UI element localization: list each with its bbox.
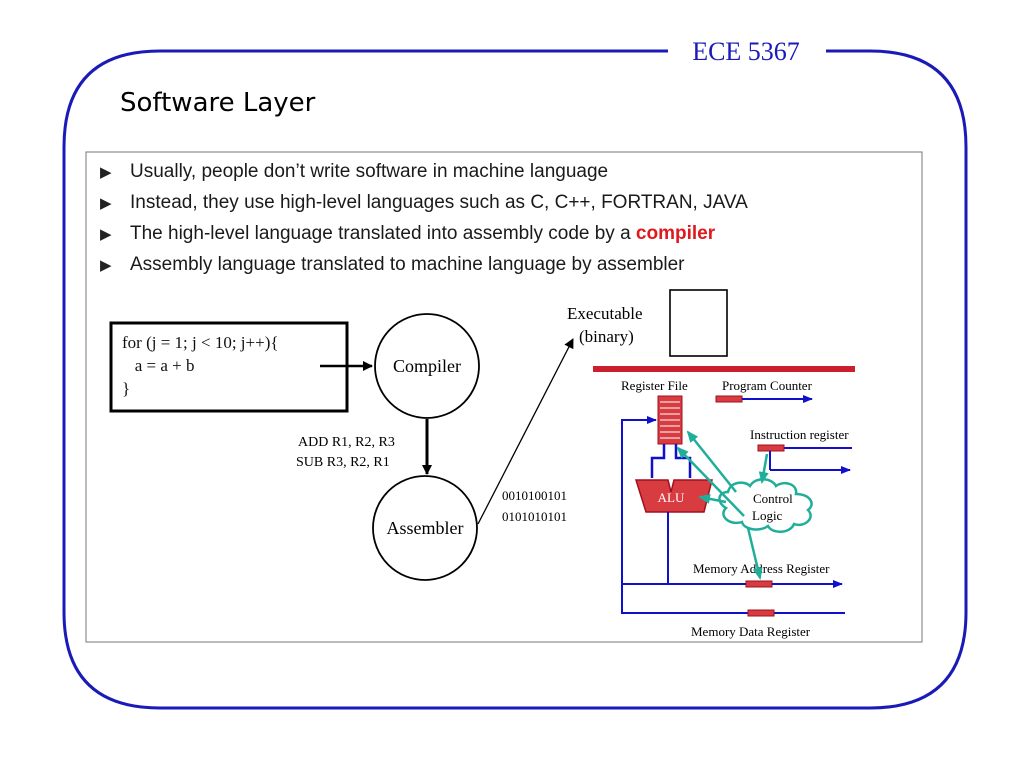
code-line-2: a = a + b — [122, 356, 195, 375]
assembly-line-1: ADD R1, R2, R3 — [298, 435, 395, 450]
instruction-register-label: Instruction register — [750, 427, 849, 442]
slide-frame — [62, 49, 968, 710]
assembly-line-2: SUB R3, R2, R1 — [296, 455, 390, 470]
course-label: ECE 5367 — [668, 34, 824, 70]
control-to-mar-arrow — [746, 527, 763, 580]
bullet-item: ▶ The high-level language translated into… — [100, 218, 900, 249]
memory-bus-bar — [593, 366, 855, 372]
bullet-text: Usually, people don’t write software in … — [130, 161, 609, 182]
memory-address-register — [745, 580, 773, 588]
control-label: Control — [753, 491, 793, 506]
register-writeback-loop — [621, 416, 746, 585]
compiler-label: Compiler — [393, 356, 461, 376]
bullet-text: The high-level language translated into … — [130, 223, 636, 244]
binary-line-1: 0010100101 — [502, 488, 567, 503]
right-triangle-icon: ▶ — [100, 164, 112, 181]
assembler-label: Assembler — [387, 518, 464, 538]
assembler-node — [372, 475, 478, 581]
right-triangle-icon: ▶ — [100, 195, 112, 212]
bullet-item: ▶ Instead, they use high-level languages … — [100, 187, 900, 218]
content-box — [85, 151, 923, 643]
regfile-to-alu-wires — [650, 444, 692, 478]
bullet-text: Instead, they use high-level languages s… — [130, 192, 748, 213]
control-to-alu-arrow — [698, 493, 727, 504]
page-title: Software Layer — [120, 88, 316, 118]
alu-icon — [634, 479, 713, 513]
bullet-list: ▶ Usually, people don’t write software in… — [100, 156, 900, 280]
register-file-label: Register File — [621, 378, 688, 393]
mdr-label: Memory Data Register — [691, 624, 811, 639]
memory-data-register — [747, 609, 775, 617]
bullet-text: Assembly language translated to machine … — [130, 254, 685, 275]
compiler-node — [374, 313, 480, 419]
control-to-regfile-arrow-2 — [676, 446, 745, 517]
logic-label: Logic — [752, 508, 783, 523]
compiler-keyword: compiler — [635, 223, 716, 244]
binary-label: (binary) — [579, 327, 634, 346]
code-box — [109, 321, 349, 413]
bullet-item: ▶ Usually, people don’t write software in… — [100, 156, 900, 187]
binary-line-2: 0101010101 — [502, 509, 567, 524]
executable-file-icon — [669, 289, 728, 357]
control-to-regfile-arrow — [686, 430, 737, 493]
program-counter-label: Program Counter — [722, 378, 813, 393]
right-triangle-icon: ▶ — [100, 257, 112, 274]
bullet-item: ▶ Assembly language translated to machine… — [100, 249, 900, 280]
code-snippet: for (j = 1; j < 10; j++){ a = a + b} — [122, 331, 279, 400]
right-triangle-icon: ▶ — [100, 226, 112, 243]
code-line-1: for (j = 1; j < 10; j++){ — [122, 333, 279, 352]
alu-label: ALU — [658, 490, 685, 505]
mdr-return-wire — [621, 584, 845, 614]
mar-label: Memory Address Register — [693, 561, 830, 576]
program-counter-register — [715, 395, 743, 403]
executable-label: Executable — [567, 304, 643, 323]
arrow-assembler-to-executable — [477, 338, 574, 525]
ir-to-control-arrow — [758, 453, 769, 484]
instruction-register — [757, 444, 785, 452]
code-line-3: } — [122, 379, 131, 398]
register-file-icon — [657, 395, 683, 445]
